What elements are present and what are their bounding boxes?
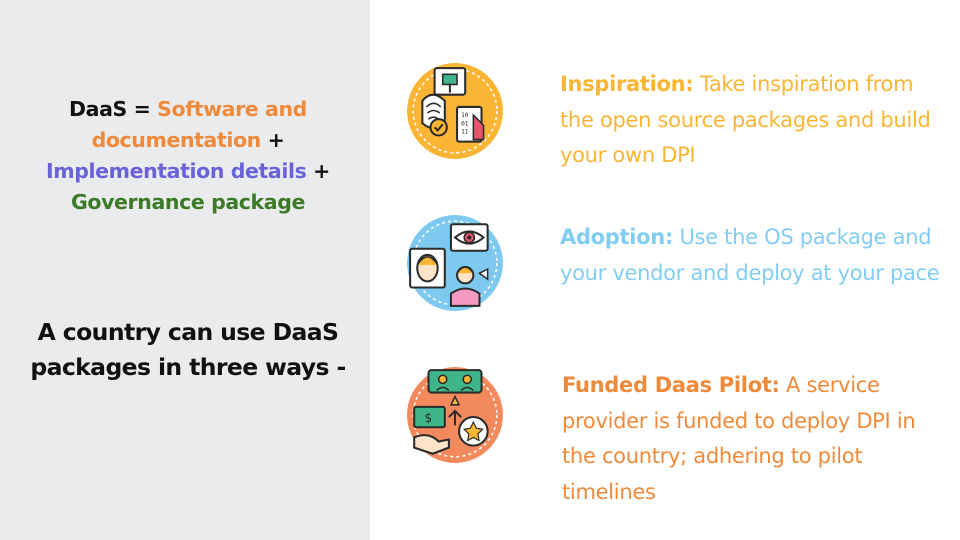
formula-plus: + [306, 159, 330, 183]
formula-software: Software and documentation [91, 97, 308, 152]
way-body: Use the OS package and your vendor and d… [560, 225, 940, 285]
way-adoption: Adoption: Use the OS package and your ve… [560, 220, 950, 291]
biometric-fingerprint-icon: 10 01 11 [404, 60, 506, 162]
svg-text:$: $ [424, 411, 432, 425]
funding-money-icon: $ [404, 364, 506, 466]
way-body: Take inspiration from the open source pa… [560, 72, 931, 167]
way-heading: Inspiration: [560, 72, 694, 96]
formula-plus: + [260, 128, 285, 152]
way-inspiration: Inspiration: Take inspiration from the o… [560, 67, 950, 174]
formula-governance: Governance package [70, 190, 305, 214]
face-eye-recognition-icon [404, 212, 506, 314]
way-body: A service provider is funded to deploy D… [562, 373, 916, 504]
svg-text:10: 10 [461, 112, 469, 119]
way-heading: Adoption: [560, 225, 674, 249]
formula-daas-equals: DaaS = [69, 97, 158, 121]
way-heading: Funded Daas Pilot: [562, 373, 780, 397]
left-panel: DaaS = Software and documentation + Impl… [0, 0, 370, 540]
tagline: A country can use DaaS packages in three… [30, 318, 346, 381]
svg-text:01: 01 [461, 120, 469, 127]
daas-formula: DaaS = Software and documentation + Impl… [20, 94, 356, 218]
way-funded-pilot: Funded Daas Pilot: A service provider is… [562, 368, 954, 510]
svg-text:11: 11 [461, 128, 469, 135]
formula-implementation: Implementation details [46, 159, 307, 183]
